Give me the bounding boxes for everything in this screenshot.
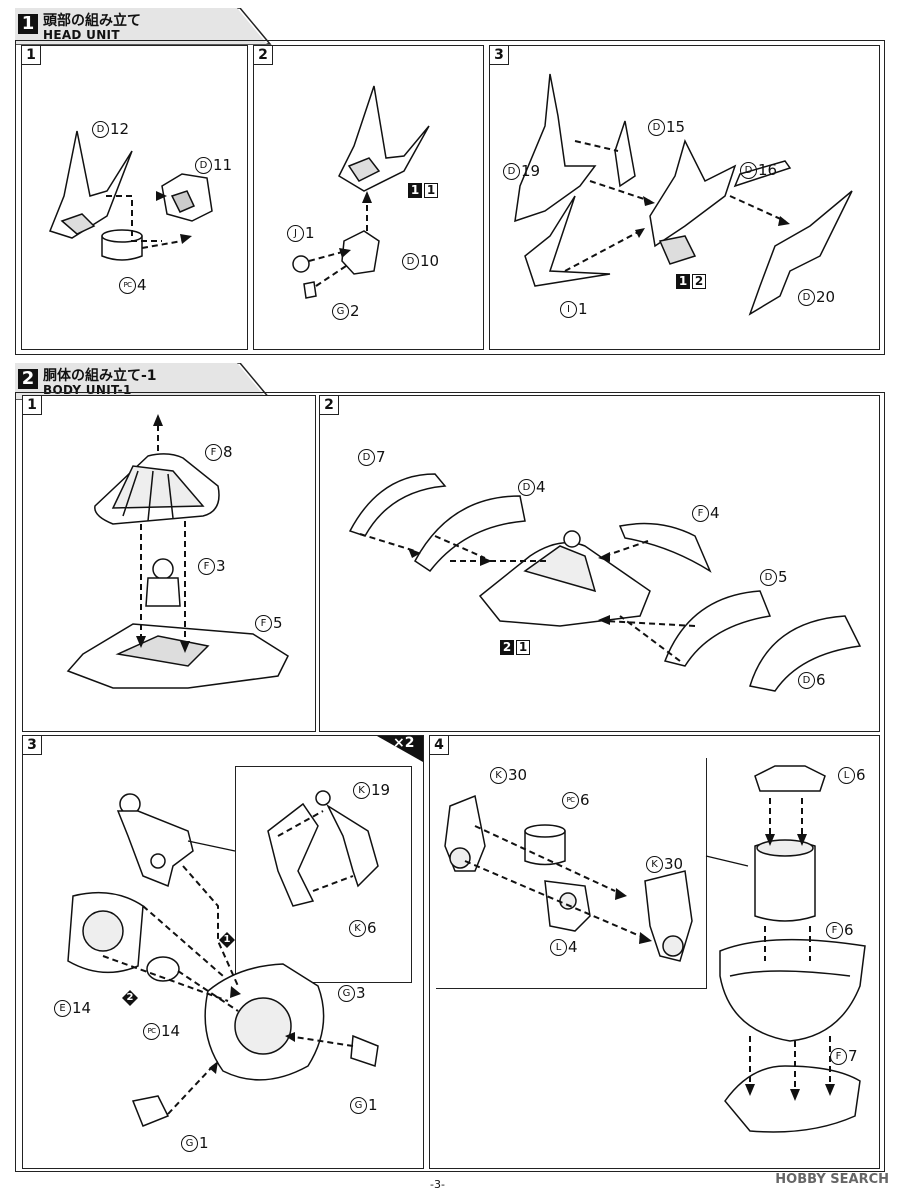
step-number: 3 [490,46,509,65]
detail-inset [235,766,412,983]
section-number: 1 [18,14,38,34]
section-2-header: 2 胴体の組み立て-1 BODY UNIT-1 [15,363,275,403]
head-mount-illustration [292,85,430,299]
shoulder-joint-illustration [67,790,379,1127]
section-title-jp: 頭部の組み立て [43,13,141,29]
diamond-icon [219,932,235,948]
head-assembly-illustration [49,130,213,261]
detail-inset [436,758,707,989]
section-1-header: 1 頭部の組み立て HEAD UNIT [15,8,275,48]
step-number: 1 [22,46,41,65]
repeat-badge: ×2 [393,735,415,751]
section-title-en: BODY UNIT-1 [43,383,132,397]
section-title-jp: 胴体の組み立て-1 [43,368,157,384]
section-2-frame [15,392,885,1172]
page-number: -3- [430,1178,445,1191]
torso-armor-illustration [348,473,862,692]
head-crest-illustration [514,73,853,316]
step-number: 2 [254,46,273,65]
section-number: 2 [18,369,38,389]
step-number: 4 [430,736,449,755]
waist-joint-illustration [444,765,866,1133]
step-number: 2 [320,396,339,415]
section-title-en: HEAD UNIT [43,28,120,42]
watermark: HOBBY SEARCH [775,1172,889,1187]
section-1-frame [15,40,885,355]
diamond-icon [122,990,138,1006]
step-panel-2-3: 3 ×2 [22,735,424,1169]
order-mark-2: 2 [122,990,138,1006]
section-tab-shape [15,8,272,45]
order-mark-1: 1 [219,932,235,948]
step-number: 1 [23,396,42,415]
repeat-badge-shape [377,736,423,762]
torso-core-illustration [66,414,289,689]
step-panel-2-4: 4 [429,735,880,1169]
step-number: 3 [23,736,42,755]
